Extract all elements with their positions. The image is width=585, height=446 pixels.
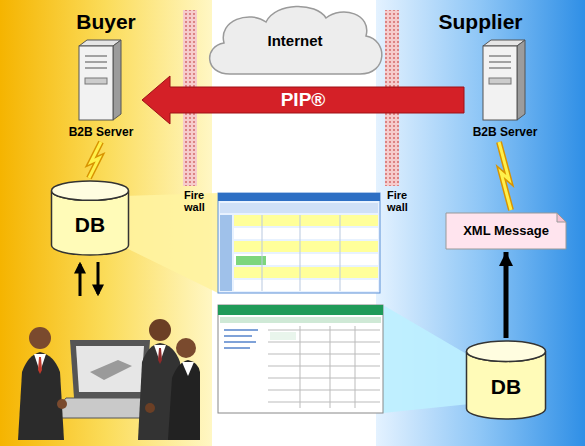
people-at-laptop [18,319,200,440]
database-cylinder: DB [465,340,547,420]
server-tower [483,40,525,120]
server-icon: B2B Server [464,38,546,140]
internet-cloud: Internet [200,0,390,78]
node-label: DB [75,213,105,237]
node-label: XML Message [463,224,549,239]
down-arrow [97,262,100,294]
panel-band: SupplierB2B ServerXML MessageDB [376,0,585,446]
server-icon-outline [464,38,546,140]
screenshot-thumbnail [218,305,383,413]
node-label: B2B Server [473,126,538,140]
database-cylinder: DB [50,180,130,256]
server-icon-outline [60,38,142,140]
panel-band: BuyerB2B ServerDB [0,0,212,446]
firewall-label: Fire wall [184,189,214,213]
transfer-arrow [142,76,464,124]
message-note: XML Message [445,212,567,250]
server-tower [79,40,121,120]
edge-label-holder: PIP® [281,89,326,111]
flow-arrow [506,252,507,338]
light-cone [383,305,470,413]
node-label: B2B Server [69,126,134,140]
label-holder: Fire wall [184,189,214,213]
node-label: Internet [267,32,322,49]
panel-heading: Buyer [76,10,136,34]
cloud-shape [210,6,382,74]
protocol-label: PIP® [281,89,326,111]
screenshot-thumbnail [218,193,380,293]
server-icon: B2B Server [60,38,142,140]
lightning-link [499,142,511,210]
label-holder: Fire wall [387,189,417,213]
panel-heading: Supplier [438,10,522,34]
supplier-panel [376,0,585,446]
firewall-label: Fire wall [387,189,417,213]
lightning-link [89,142,101,178]
node-label: DB [491,375,521,399]
up-arrow [79,264,82,296]
